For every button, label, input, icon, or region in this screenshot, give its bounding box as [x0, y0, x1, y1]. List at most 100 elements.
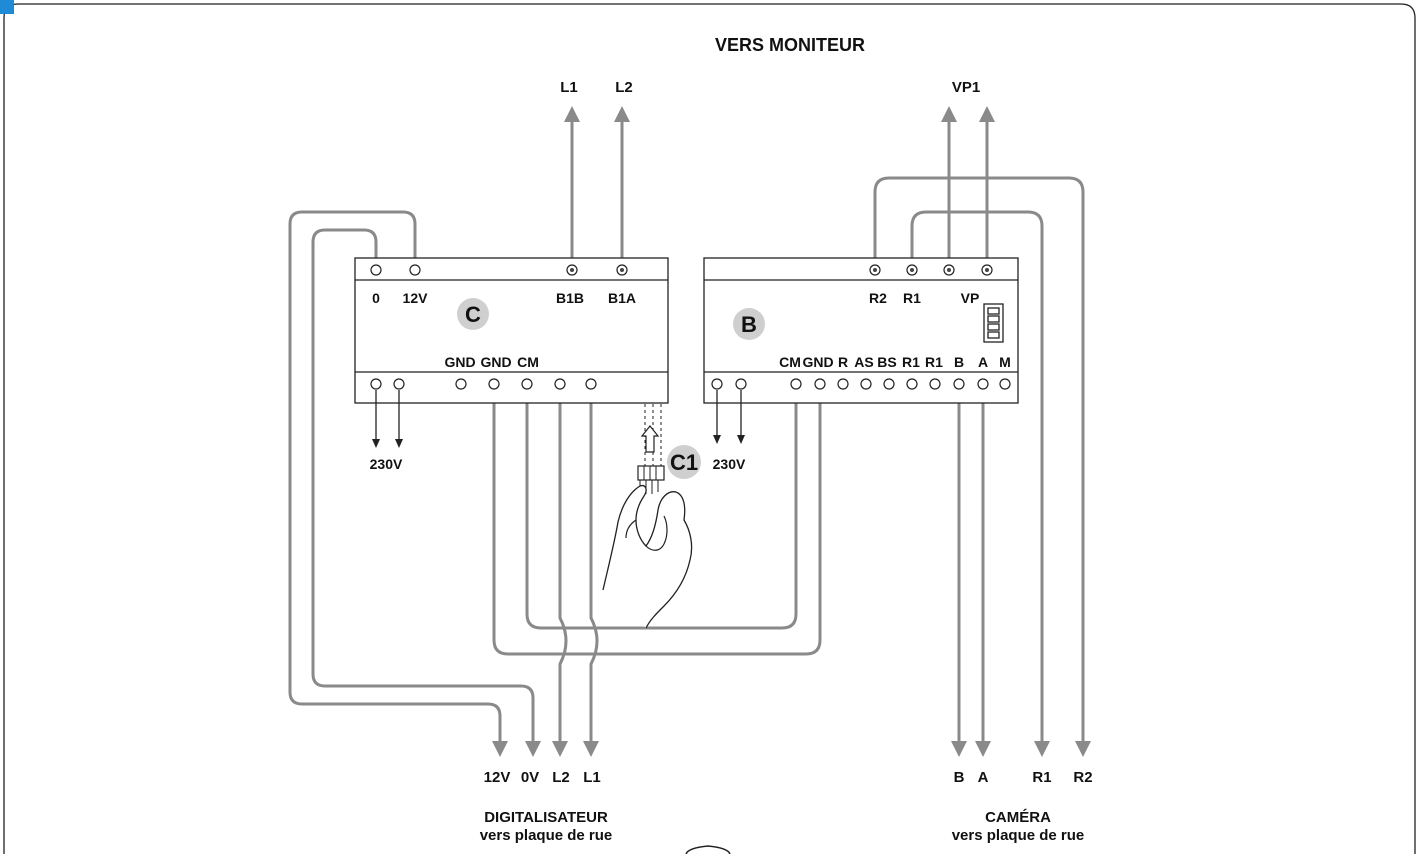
wire-r1 — [910, 210, 1044, 747]
badge-c1 — [667, 445, 701, 479]
module-b: R2 R1 VP CM GND R AS BS R1 R1 B A M B 23… — [703, 257, 1019, 472]
terminal-c-230v-a — [370, 378, 382, 390]
terminal-b-a — [977, 378, 989, 390]
arrow-c-230v-a — [372, 439, 380, 448]
corner-tab — [0, 0, 14, 14]
label-c-b1a: B1A — [608, 290, 636, 306]
arrow-r1-down — [1034, 741, 1050, 757]
arrow-0v-down — [525, 741, 541, 757]
terminal-c-12v — [409, 264, 421, 276]
title-vers-moniteur: VERS MONITEUR — [715, 35, 865, 55]
label-c-230v: 230V — [370, 456, 403, 472]
label-b-cm: CM — [779, 354, 801, 370]
arrow-a-down — [975, 741, 991, 757]
label-camera: CAMÉRA — [985, 809, 1051, 826]
label-bottom-r1: R1 — [1032, 769, 1051, 786]
label-c-gnd-2: GND — [480, 354, 511, 370]
wire-r2 — [873, 176, 1085, 747]
terminal-c-0 — [370, 264, 382, 276]
wire-l2-down — [558, 382, 568, 747]
terminal-b-230v-b — [735, 378, 747, 390]
module-c-body — [354, 257, 669, 404]
terminal-b-r1-a — [906, 378, 918, 390]
label-bottom-0v: 0V — [521, 769, 539, 786]
arrow-c-230v-b — [395, 439, 403, 448]
arrow-vp-a-up — [941, 106, 957, 122]
terminal-c-l2 — [554, 378, 566, 390]
label-top-l1: L1 — [560, 79, 578, 96]
terminal-b-r1-b — [929, 378, 941, 390]
label-top-l2: L2 — [615, 79, 633, 96]
page-marker — [685, 845, 731, 854]
arrow-l1-down — [583, 741, 599, 757]
label-b-r1-a: R1 — [902, 354, 920, 370]
label-b-b: B — [954, 354, 964, 370]
badge-b — [733, 308, 765, 340]
label-top-vp1: VP1 — [952, 79, 980, 96]
badge-c — [457, 298, 489, 330]
label-b-r1-b: R1 — [925, 354, 943, 370]
label-bottom-l1: L1 — [583, 769, 601, 786]
hand-icon — [602, 484, 693, 629]
label-digitalisateur-sub: vers plaque de rue — [480, 827, 613, 844]
terminal-c-cm — [521, 378, 533, 390]
label-camera-sub: vers plaque de rue — [952, 827, 1085, 844]
label-b-bs: BS — [877, 354, 896, 370]
label-bottom-12v: 12V — [484, 769, 511, 786]
terminal-b-bs — [883, 378, 895, 390]
arrow-l2-up — [614, 106, 630, 122]
label-b-a: A — [978, 354, 988, 370]
wire-cm-link — [525, 382, 798, 630]
module-c: 0 12V B1B B1A GND GND CM C 230V — [354, 257, 669, 472]
badge-c-label: C — [465, 302, 481, 327]
label-c-cm: CM — [517, 354, 539, 370]
label-b-as: AS — [854, 354, 873, 370]
connector-c1-illustration: C1 — [602, 404, 701, 629]
terminal-b-r — [837, 378, 849, 390]
label-b-gnd: GND — [802, 354, 833, 370]
badge-c1-label: C1 — [670, 450, 698, 475]
label-bottom-l2: L2 — [552, 769, 570, 786]
arrow-l1-up — [564, 106, 580, 122]
module-b-connector — [983, 303, 1004, 343]
label-b-230v: 230V — [713, 456, 746, 472]
terminal-b-cm — [790, 378, 802, 390]
label-c-0: 0 — [372, 290, 380, 306]
label-b-r2: R2 — [869, 290, 887, 306]
label-bottom-a: A — [978, 769, 989, 786]
terminal-c-gnd-1 — [455, 378, 467, 390]
plug-c1 — [637, 465, 665, 481]
arrow-r2-down — [1075, 741, 1091, 757]
arrow-l2-down — [552, 741, 568, 757]
label-bottom-r2: R2 — [1073, 769, 1092, 786]
terminal-c-230v-b — [393, 378, 405, 390]
insert-arrow-icon — [640, 425, 660, 453]
label-c-b1b: B1B — [556, 290, 584, 306]
badge-b-label: B — [741, 312, 757, 337]
arrow-b-230v-b — [737, 435, 745, 444]
page-frame — [3, 3, 1416, 854]
label-digitalisateur: DIGITALISATEUR — [484, 809, 608, 826]
label-c-12v: 12V — [403, 290, 429, 306]
arrow-b-down — [951, 741, 967, 757]
terminal-b-230v-a — [711, 378, 723, 390]
label-bottom-b: B — [954, 769, 965, 786]
label-b-m: M — [999, 354, 1011, 370]
wire-12v — [288, 210, 502, 747]
terminal-c-gnd-2 — [488, 378, 500, 390]
wire-gnd-link — [492, 382, 822, 656]
wire-l1-down — [589, 382, 599, 747]
terminal-b-b — [953, 378, 965, 390]
label-b-r1-top: R1 — [903, 290, 921, 306]
label-b-vp: VP — [961, 290, 980, 306]
terminal-b-as — [860, 378, 872, 390]
label-b-r: R — [838, 354, 848, 370]
arrow-12v-down — [492, 741, 508, 757]
arrow-vp-b-up — [979, 106, 995, 122]
terminal-b-m — [999, 378, 1011, 390]
terminal-c-l1 — [585, 378, 597, 390]
wire-0v — [311, 228, 535, 747]
terminal-b-gnd — [814, 378, 826, 390]
arrow-b-230v-a — [713, 435, 721, 444]
